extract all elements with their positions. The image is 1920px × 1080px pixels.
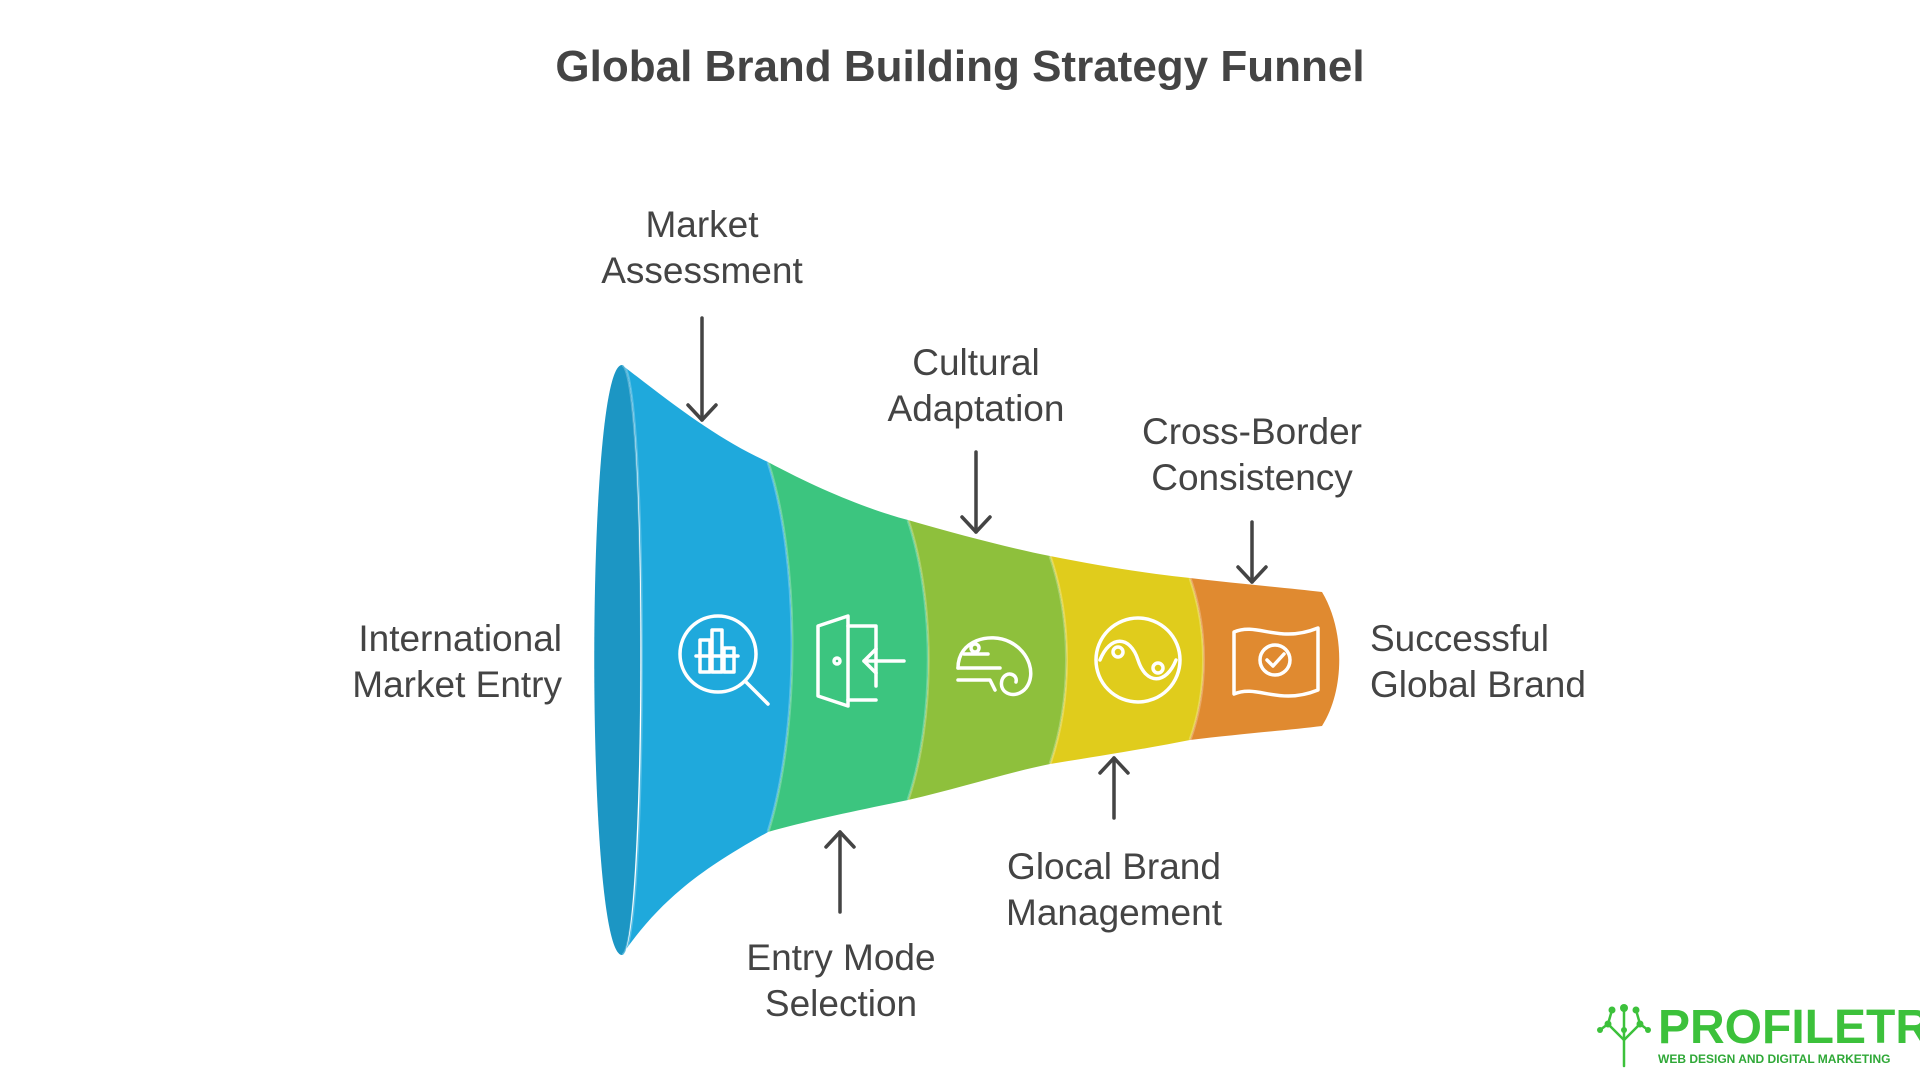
chameleon-icon [956,636,1033,697]
stage-cross-border [1190,578,1340,740]
label-line: Adaptation [887,388,1065,429]
label-line: Cross-Border [1142,411,1362,452]
label-line: Market [645,204,759,245]
label-cultural-adaptation: Cultural Adaptation [856,340,1096,432]
arrow-down-cultural-adaptation [960,450,992,534]
label-successful-global-brand: Successful Global Brand [1370,616,1630,708]
label-line: Global Brand [1370,664,1586,705]
arrow-down-market-assessment [686,316,718,422]
arrow-up-glocal [1098,756,1130,820]
stage-glocal-brand [1050,556,1204,764]
yin-yang-icon [1094,616,1182,704]
label-line: Cultural [912,342,1040,383]
label-cross-border-consistency: Cross-Border Consistency [1120,409,1384,501]
label-line: Assessment [601,250,803,291]
label-line: International [358,618,562,659]
label-line: Market Entry [352,664,562,705]
label-entry-mode-selection: Entry Mode Selection [716,935,966,1027]
market-search-icon [678,614,770,706]
page-title: Global Brand Building Strategy Funnel [555,42,1365,91]
label-international-market-entry: International Market Entry [300,616,562,708]
logo-wordmark: PROFILETREE [1658,1001,1920,1054]
label-market-assessment: Market Assessment [582,202,822,294]
tree-logo-icon [1597,1004,1651,1068]
label-line: Entry Mode [746,937,936,978]
profiletree-logo: PROFILETREE WEB DESIGN AND DIGITAL MARKE… [1594,1000,1920,1070]
stage-market-assessment [622,365,792,955]
entry-door-icon [816,614,906,708]
label-line: Management [1006,892,1222,933]
stage-cultural-adaptation [908,520,1067,800]
flag-check-icon [1232,626,1320,698]
arrow-up-entry-mode [824,830,856,914]
funnel-mouth [594,365,641,955]
label-line: Consistency [1151,457,1353,498]
label-line: Successful [1370,618,1549,659]
arrow-down-cross-border [1236,520,1268,584]
label-line: Selection [764,983,918,1024]
label-line: Glocal Brand [1007,846,1221,887]
label-glocal-brand-management: Glocal Brand Management [984,844,1244,936]
logo-tagline: WEB DESIGN AND DIGITAL MARKETING [1658,1052,1891,1066]
